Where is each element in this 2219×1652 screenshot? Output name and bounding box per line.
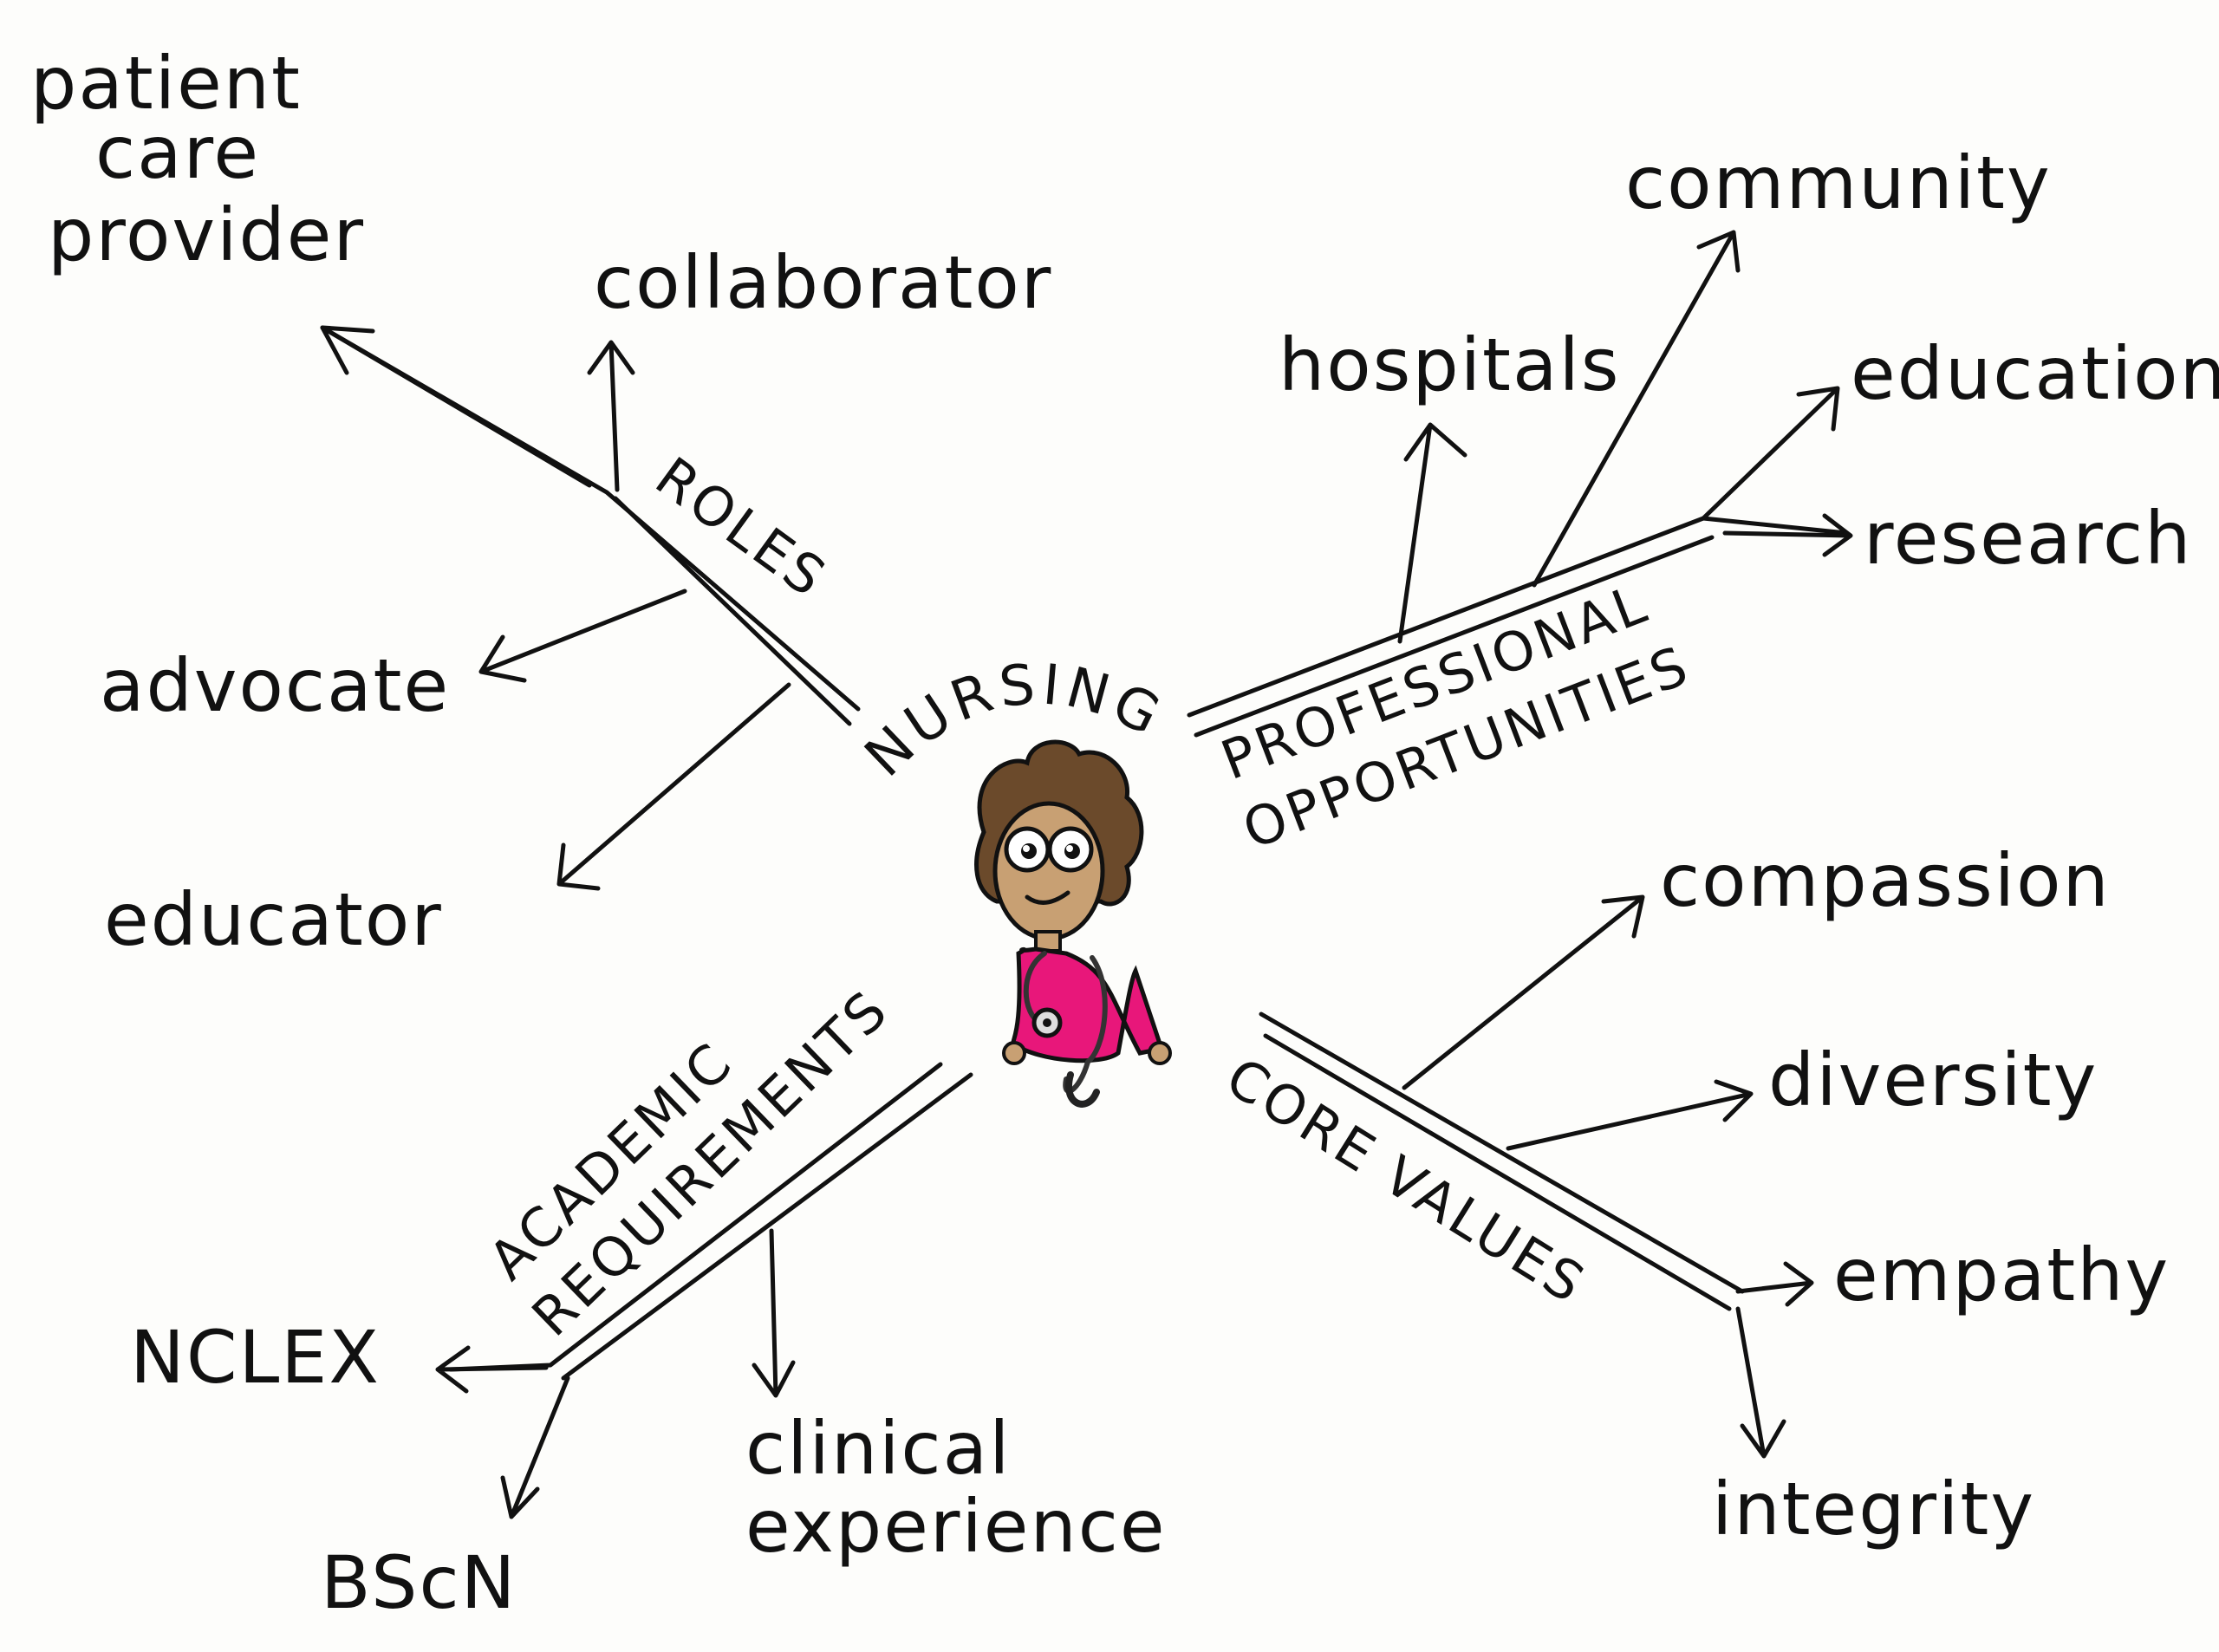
roles-branch-line-inner: [613, 496, 852, 726]
nurse-right-hand: [1148, 1041, 1172, 1065]
nurse-figure: [974, 739, 1172, 1108]
educator-arrow: [556, 682, 791, 891]
academic-item-clinical: clinical: [745, 1406, 1011, 1491]
roles-item-patient: patient: [30, 41, 302, 126]
prof-item-education: education: [1851, 331, 2219, 416]
bscn-arrow: [500, 1376, 570, 1519]
core-branch-line: [1259, 1011, 1745, 1294]
clinical-experience-arrow: [752, 1228, 796, 1398]
diversity-arrow: [1506, 1079, 1754, 1151]
roles-label: ROLES: [644, 445, 839, 610]
core-item-empathy: empathy: [1833, 1232, 2170, 1317]
core-branch-line-inner: [1263, 1033, 1732, 1311]
roles-item-collaborator: collaborator: [594, 240, 1052, 325]
roles-item-care: care: [95, 110, 260, 195]
core-item-diversity: diversity: [1768, 1037, 2098, 1122]
roles-item-educator: educator: [104, 877, 443, 962]
center-topic: NURSING: [853, 653, 1172, 1108]
academic-requirements-branch: ACADEMIC REQUIREMENTS NCLEX clinical exp…: [130, 977, 1167, 1625]
nurse-face: [992, 801, 1105, 941]
compassion-arrow: [1402, 894, 1645, 1090]
nurse-smile: [1025, 890, 1070, 905]
research-arrow: [1722, 513, 1853, 557]
community-arrow: [1532, 230, 1741, 588]
professional-opportunities-branch: PROFESSIONAL OPPORTUNITIES hospitals com…: [1187, 140, 2219, 862]
prof-item-research: research: [1864, 496, 2192, 581]
academic-item-nclex: NCLEX: [130, 1315, 381, 1400]
roles-item-provider: provider: [48, 192, 365, 277]
stethoscope-icon: [1023, 951, 1108, 1108]
prof-item-hospitals: hospitals: [1279, 322, 1621, 407]
prof-branch-line-inner: [1194, 535, 1715, 738]
nurse-left-hand: [1002, 1041, 1026, 1065]
advocate-arrow: [478, 589, 687, 683]
nurse-eyes: [1004, 826, 1094, 873]
hospitals-arrow: [1397, 422, 1467, 644]
core-item-compassion: compassion: [1660, 838, 2111, 923]
academic-item-bscn: BScN: [321, 1540, 517, 1625]
collaborator-arrow: [587, 340, 635, 492]
academic-branch-line-inner: [561, 1072, 973, 1381]
education-arrow: [1701, 386, 1840, 521]
integrity-arrow: [1735, 1306, 1786, 1459]
roles-item-advocate: advocate: [100, 643, 450, 728]
core-values-branch: CORE VALUES compassion diversity empathy…: [1215, 838, 2170, 1551]
core-item-integrity: integrity: [1712, 1467, 2035, 1551]
empathy-arrow: [1735, 1261, 1814, 1307]
academic-item-experience: experience: [745, 1484, 1167, 1569]
nclex-arrow: [435, 1345, 549, 1394]
patient-care-provider-arrow: [320, 325, 592, 488]
prof-item-community: community: [1625, 140, 2052, 225]
roles-branch: ROLES patient care provider collaborator…: [30, 41, 1052, 962]
